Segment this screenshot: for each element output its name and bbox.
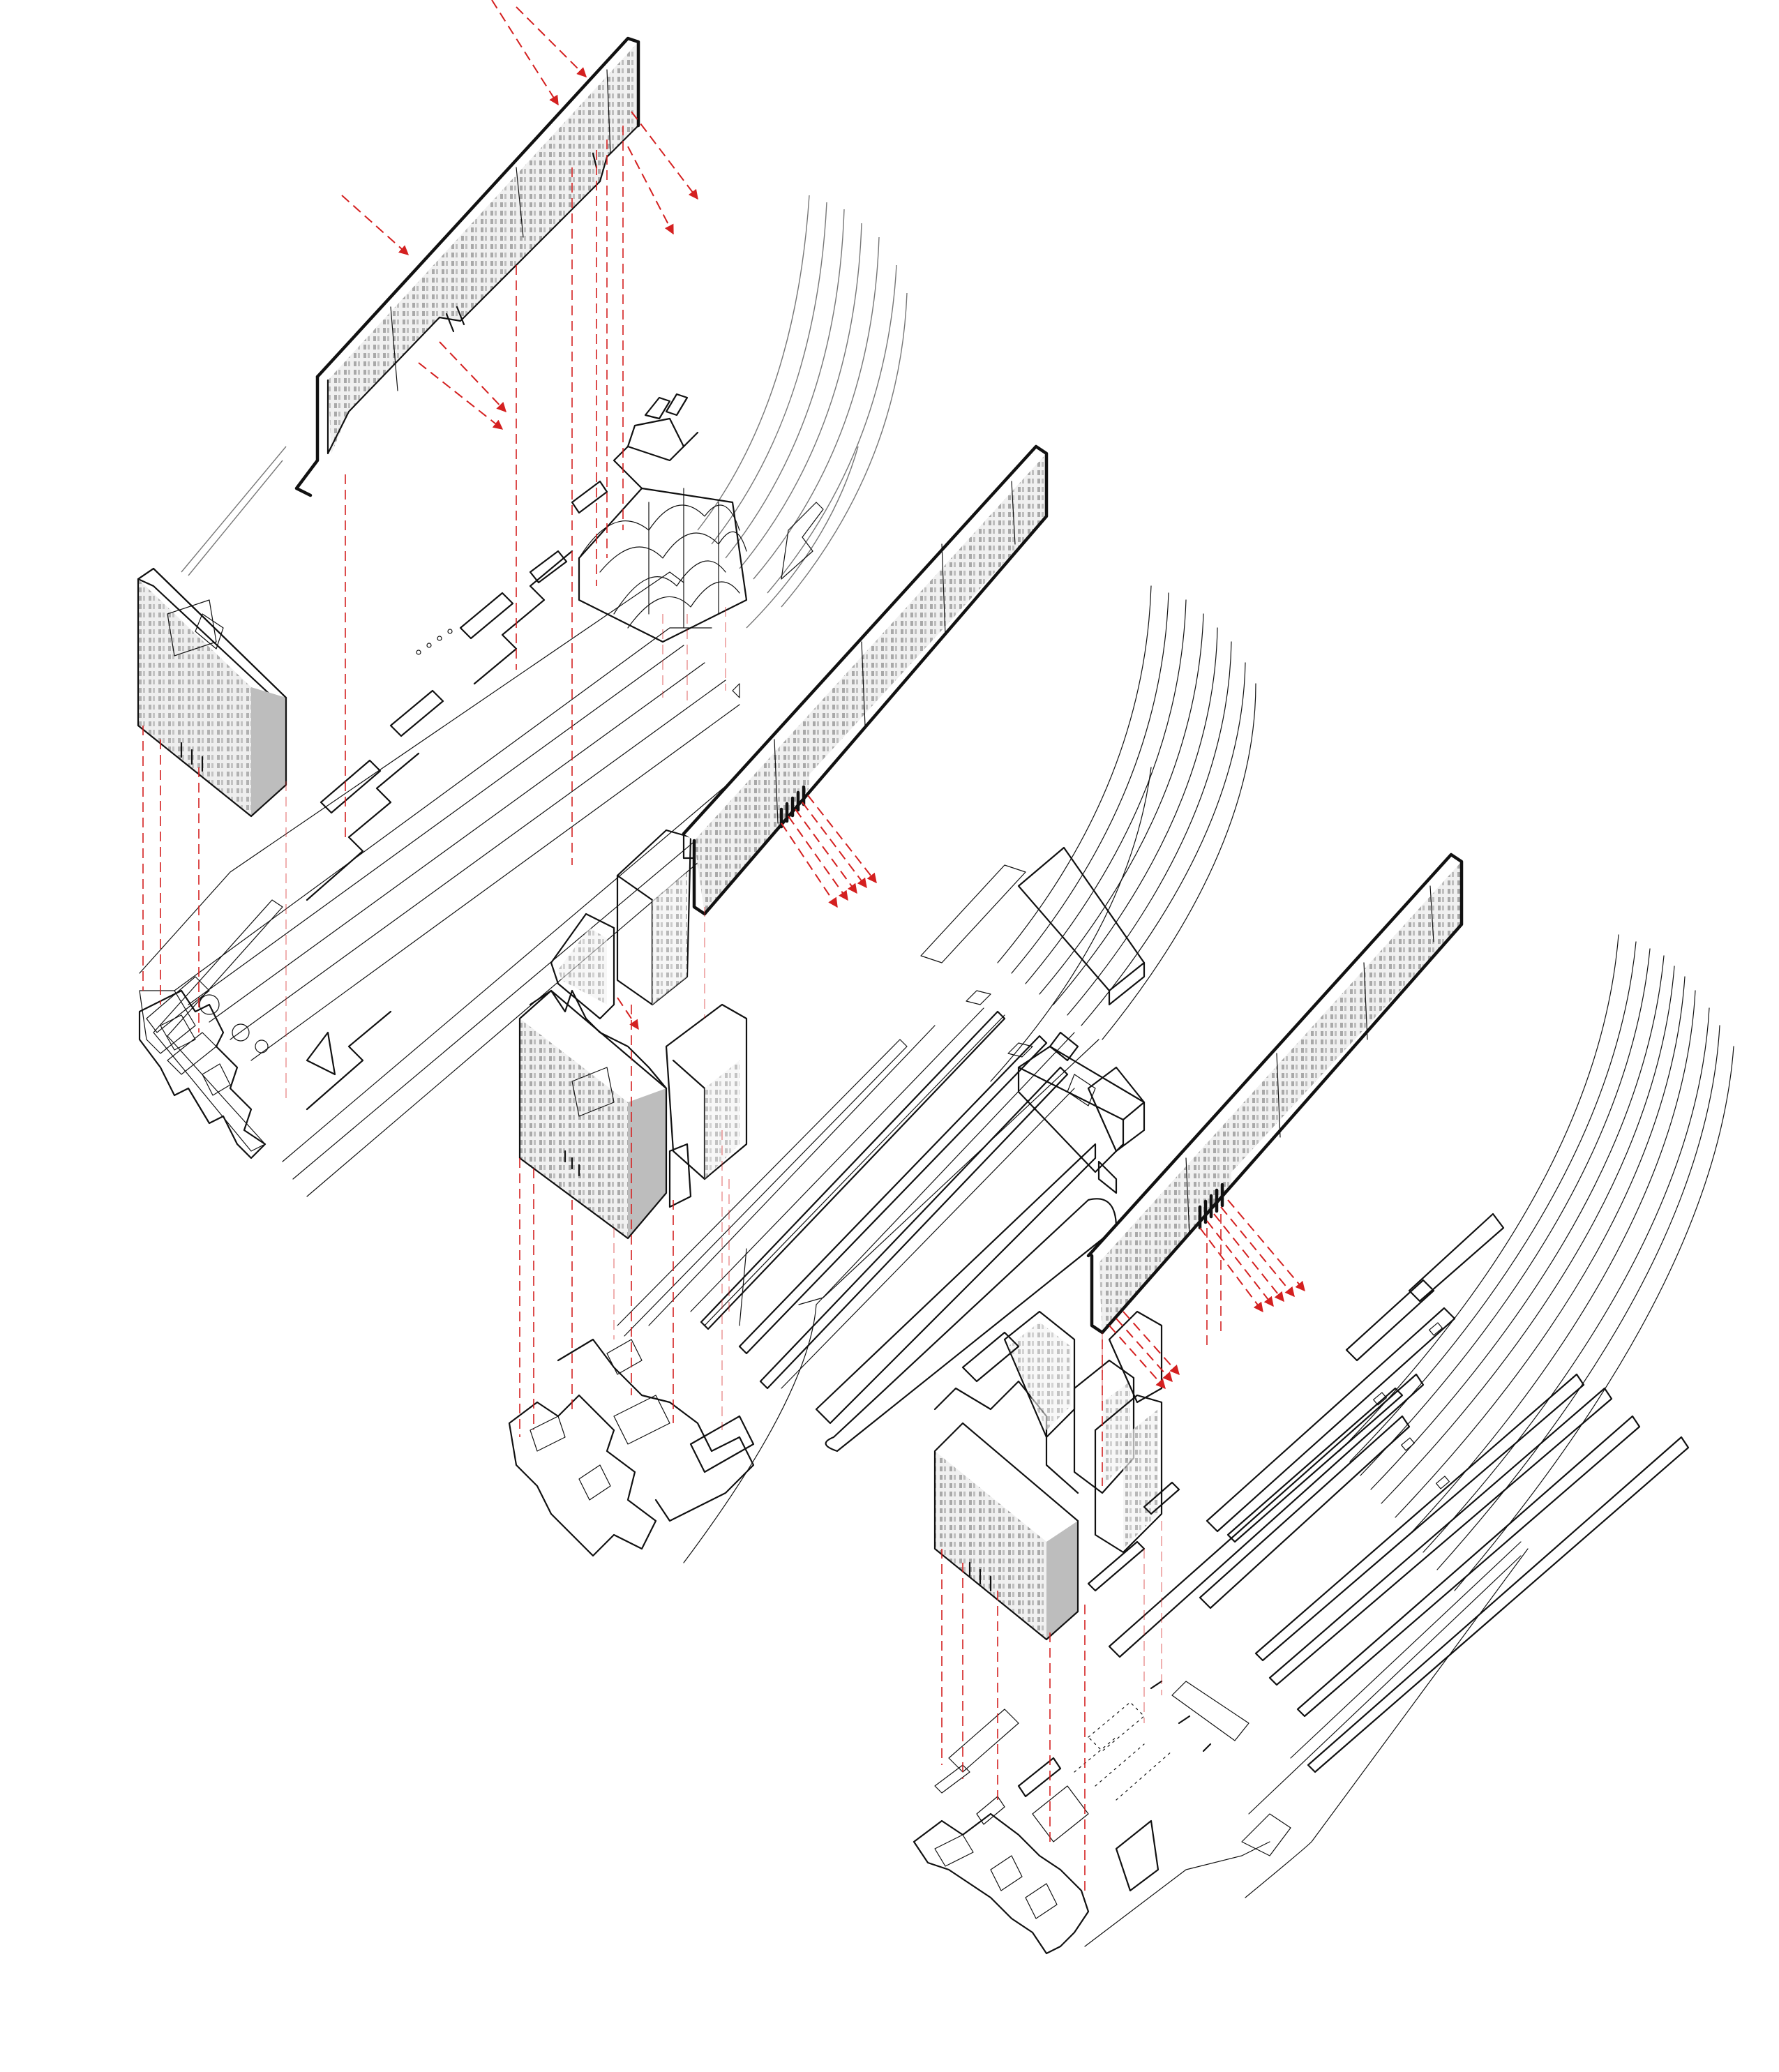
stage-1-long-building — [294, 36, 640, 497]
stage-2-red-guides — [519, 907, 730, 1437]
stage-3-head-building — [933, 1310, 1180, 1641]
stage-3-tracks — [1339, 934, 1734, 1591]
stage-3-red-guides — [941, 1214, 1222, 1891]
stage-1-tracks — [697, 195, 908, 629]
stage-2-red-arrows — [617, 795, 877, 1030]
stage-1-ground-plan — [138, 195, 908, 1197]
stage-1-red-arrows — [341, 0, 698, 430]
stage-1-shed-roof — [578, 393, 748, 643]
stage-3-dotted-outline — [1074, 1702, 1173, 1801]
stage-2-canopy — [1017, 846, 1146, 1006]
stage-2-tracks — [990, 585, 1256, 1082]
stage-2-head-building — [518, 829, 748, 1240]
stage-1 — [137, 0, 908, 1197]
stage-2-ground-plan — [508, 585, 1256, 1563]
stage-2-pavilion — [1017, 1031, 1146, 1194]
stage-1-head-building — [137, 446, 287, 818]
stage-3-red-arrows — [1109, 1199, 1305, 1390]
stage-2 — [508, 444, 1256, 1563]
stage-1-platform-blocks — [320, 480, 608, 814]
stage-3-long-building — [1086, 853, 1464, 1335]
stage-3-train-icons — [1373, 1322, 1450, 1489]
stage-3 — [913, 853, 1734, 1955]
stage-3-balcony-marks — [1198, 1183, 1224, 1230]
stage-1-red-guides — [142, 126, 726, 1102]
stage-3-ground-plan — [913, 934, 1734, 1955]
stage-2-long-building — [682, 444, 1049, 916]
